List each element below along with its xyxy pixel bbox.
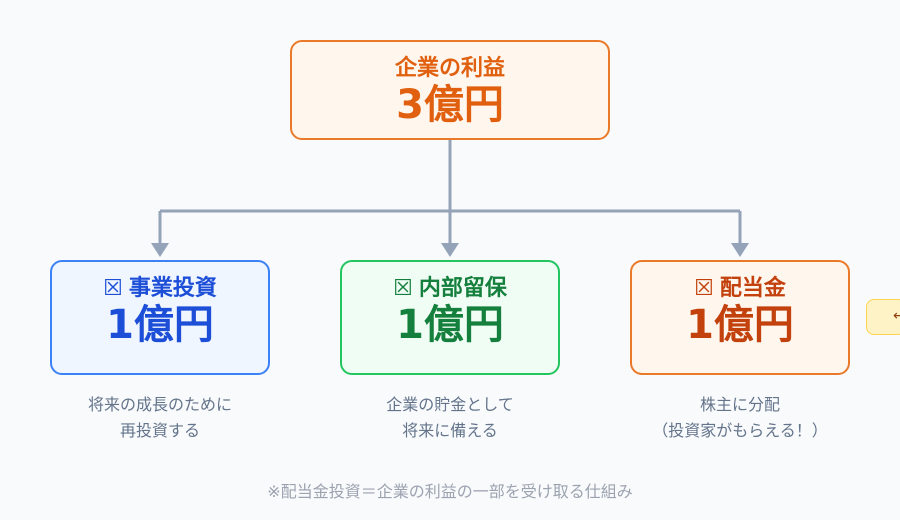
side-tab-button[interactable]: ← (866, 299, 900, 335)
business-investment-label: 事業投資 (128, 276, 217, 301)
arrow-down-icon (731, 243, 749, 257)
business-investment-box: ☒事業投資 1億円 (50, 260, 270, 375)
dividend-label: 配当金 (719, 276, 786, 301)
checkbox-icon: ☒ (103, 276, 123, 301)
dividend-description: 株主に分配 （投資家がもらえる！） (652, 395, 828, 440)
business-investment-description: 将来の成長のために 再投資する (87, 395, 232, 440)
retained-earnings-description: 企業の貯金として 将来に備える (386, 395, 514, 440)
arrow-down-icon (151, 243, 169, 257)
retained-earnings-box: ☒内部留保 1億円 (340, 260, 560, 375)
business-investment-amount: 1億円 (106, 302, 214, 348)
retained-earnings-label: 内部留保 (418, 276, 507, 301)
arrow-down-icon (441, 243, 459, 257)
dividend-amount: 1億円 (686, 302, 794, 348)
arrow-left-icon: ← (893, 308, 900, 324)
company-profit-label: 企業の利益 (394, 56, 505, 81)
dividend-box: ☒配当金 1億円 (630, 260, 850, 375)
checkbox-icon: ☒ (694, 276, 714, 301)
footnote: ※配当金投資＝企業の利益の一部を受け取る仕組み (267, 482, 633, 501)
retained-earnings-amount: 1億円 (396, 302, 504, 348)
checkbox-icon: ☒ (393, 276, 413, 301)
company-profit-amount: 3億円 (396, 82, 504, 128)
company-profit-box: 企業の利益 3億円 (290, 40, 610, 140)
